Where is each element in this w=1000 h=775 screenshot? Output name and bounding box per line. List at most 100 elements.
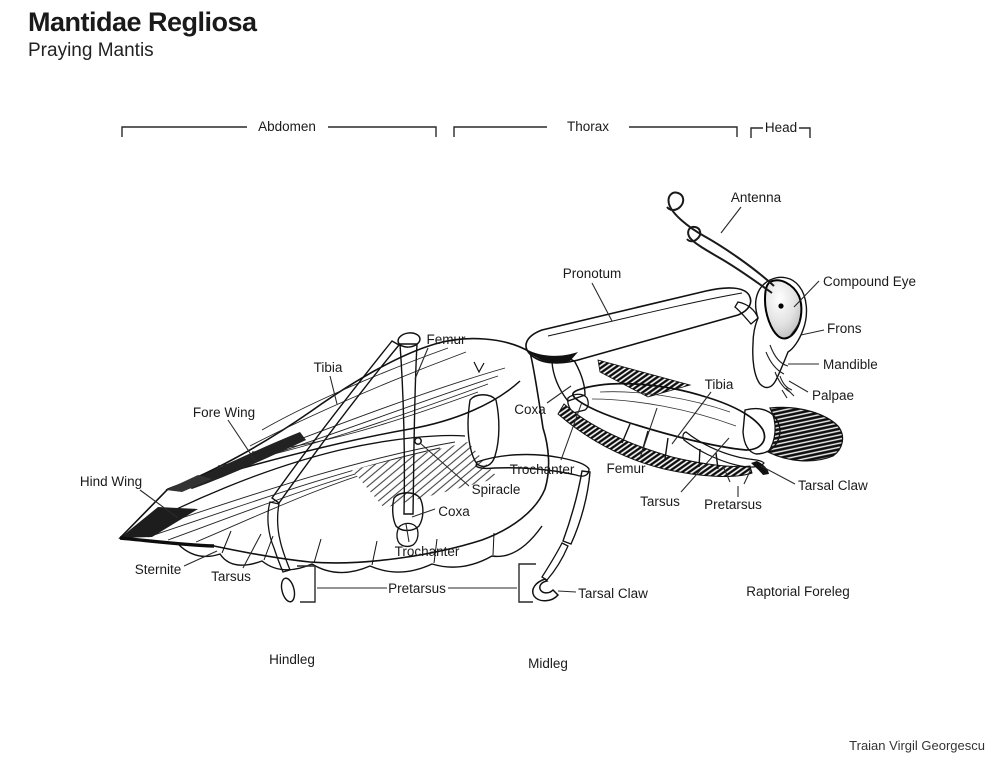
label-raptorial-foreleg: Raptorial Foreleg [746,584,850,599]
foreleg-coxa-part [551,357,586,402]
label-foreleg-tarsus: Tarsus [640,494,680,509]
raptorial-foreleg-part [551,357,844,477]
foreleg-claw [751,461,769,475]
thorax-bracket [453,126,738,137]
leader-mid-tarsal-claw [557,590,577,593]
hindleg-trochanter-part [396,522,419,548]
foreleg-tarsus-part [682,431,765,468]
label-palpae: Palpae [812,388,854,403]
pretarsus-bracket-left [297,565,316,603]
foreleg-femur-part [572,382,766,451]
hindleg-part [267,332,424,603]
hind-wing-tip-dark [120,507,198,538]
leader-hind-tarsus [242,533,262,569]
label-mid-tarsal-claw: Tarsal Claw [578,586,648,601]
part-labels: Antenna Compound Eye Frons Mandible Palp… [80,190,916,671]
label-foreleg-pretarsus: Pretarsus [704,497,762,512]
foreleg-tibia-part [557,403,753,477]
fore-wing-tip-dark [166,475,212,492]
head-part [666,191,808,399]
leader-compound-eye [793,280,820,308]
hindleg-knee [397,332,421,348]
label-fore-coxa: Coxa [514,402,546,417]
hindleg-coxa-part [391,492,424,532]
label-sternite: Sternite [135,562,182,577]
hindleg-tibia-part [271,340,401,504]
foreleg-dark-end [767,406,844,462]
leader-lines [139,206,825,603]
artist-credit: Traian Virgil Georgescu [849,738,985,753]
mouthparts [765,319,801,399]
label-midleg: Midleg [528,656,568,671]
leader-hind-wing [139,489,179,519]
label-pronotum: Pronotum [563,266,622,281]
leader-spiracle [419,442,470,487]
label-foreleg-tarsal-claw: Tarsal Claw [798,478,868,493]
label-mandible: Mandible [823,357,878,372]
spiracle-part [414,437,422,445]
label-compound-eye: Compound Eye [823,274,916,289]
hindleg-femur-part [399,343,418,515]
hindleg-foot [280,577,296,603]
label-fore-wing: Fore Wing [193,405,255,420]
midleg-tarsus-part [541,542,569,581]
midleg-part [467,394,591,602]
label-hind-tibia: Tibia [314,360,343,375]
leader-pronotum [591,282,613,322]
label-hindleg: Hindleg [269,652,315,667]
head-capsule [752,276,808,389]
page-subtitle: Praying Mantis [28,39,154,61]
label-spiracle: Spiracle [472,482,521,497]
leader-fore-coxa [546,385,572,404]
neck [734,301,759,325]
foreleg-knee [742,408,781,455]
abdomen-wings [118,337,550,574]
midleg-coxa-part [467,394,500,468]
midleg-claw [532,578,560,602]
pronotum-underside [526,349,578,363]
pretarsus-bracket-right [518,563,536,603]
mantis-illustration [118,191,844,603]
leader-sternite [183,550,218,567]
hindleg-tarsus-part [267,501,291,573]
section-brackets: Abdomen Thorax Head [121,119,811,138]
leader-foreleg-pretarsus [722,465,752,497]
label-pretarsus: Pretarsus [388,581,446,596]
underwing-shading [352,442,498,508]
wing-notch [473,361,485,374]
leader-hind-femur [414,347,429,380]
hind-wing-bottom-edge [119,536,215,548]
label-hind-femur: Femur [426,332,466,347]
label-hind-wing: Hind Wing [80,474,142,489]
foreleg-trochanter-part [567,393,589,414]
leader-foreleg-tarsal-claw [760,465,796,485]
abdomen-bracket [121,126,437,137]
fore-wing-dark-streak [182,432,306,489]
femur-shading [591,391,737,427]
section-label-abdomen: Abdomen [258,119,316,134]
antennae [666,191,775,294]
eye-pupil [778,303,784,309]
leader-hind-trochanter [405,523,410,543]
leader-fore-wing [227,419,257,463]
leader-foreleg-tibia [671,391,712,445]
leader-fore-trochanter [560,401,583,461]
label-foreleg-femur: Femur [606,461,646,476]
label-hind-tarsus: Tarsus [211,569,251,584]
section-label-thorax: Thorax [567,119,609,134]
header: Mantidae Regliosa Praying Mantis [28,7,257,62]
leader-antenna [720,206,742,234]
midleg-femur-part [475,453,590,477]
section-label-head: Head [765,120,797,135]
page-title: Mantidae Regliosa [28,7,257,37]
leader-foreleg-femur [639,407,658,459]
leader-foreleg-tarsus [680,437,730,493]
label-hind-trochanter: Trochanter [395,544,460,559]
label-antenna: Antenna [731,190,782,205]
label-frons: Frons [827,321,862,336]
sternites [177,525,543,574]
leader-palpae [788,380,809,393]
head-bracket [750,127,811,138]
